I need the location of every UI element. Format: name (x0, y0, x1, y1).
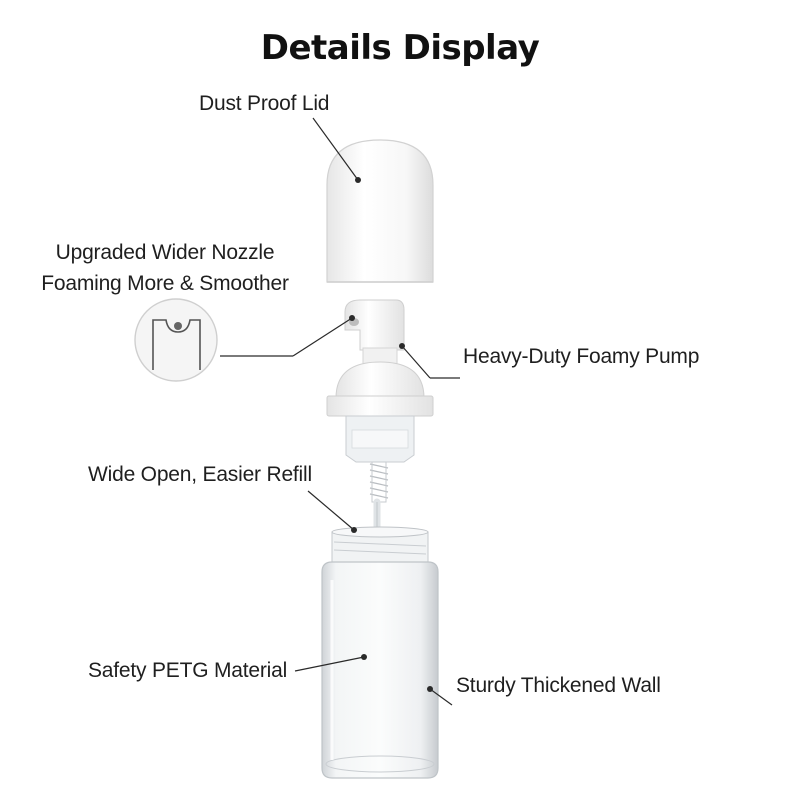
label-dust-proof-lid: Dust Proof Lid (199, 92, 330, 115)
page-title: Details Display (260, 28, 540, 68)
bottle-shape (321, 526, 439, 779)
label-nozzle-line1: Upgraded Wider Nozzle (55, 241, 275, 264)
leader-lines (220, 117, 460, 706)
dust-lid-shape (326, 139, 434, 283)
label-nozzle-line2: Foaming More & Smoother (41, 272, 289, 295)
label-thickened-wall: Sturdy Thickened Wall (456, 674, 661, 697)
nozzle-detail-circle (134, 298, 218, 382)
label-safety-petg: Safety PETG Material (88, 659, 288, 682)
label-wide-open-refill: Wide Open, Easier Refill (88, 463, 312, 486)
label-heavy-duty-pump: Heavy-Duty Foamy Pump (463, 345, 700, 368)
